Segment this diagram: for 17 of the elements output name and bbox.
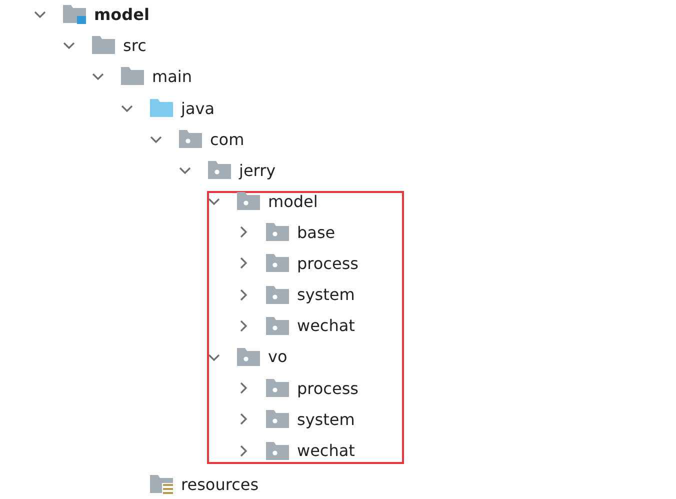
- folder-name: model: [268, 192, 318, 210]
- folder-name: model: [94, 4, 150, 24]
- folder-name: java: [181, 98, 215, 118]
- folder-name: system: [297, 410, 355, 429]
- folder-name: vo: [268, 347, 288, 366]
- folder-name: wechat: [297, 316, 355, 336]
- folder-name: src: [123, 36, 146, 54]
- folder-name: main: [152, 66, 192, 86]
- folder-name: process: [297, 254, 358, 273]
- folder-name: system: [297, 285, 355, 304]
- folder-name: base: [297, 222, 336, 242]
- folder-name: jerry: [239, 160, 276, 180]
- folder-name: process: [297, 378, 358, 398]
- highlight-frame: [207, 191, 404, 464]
- folder-name: wechat: [297, 441, 355, 460]
- folder-name: resources: [181, 474, 259, 494]
- folder-name: com: [210, 130, 244, 148]
